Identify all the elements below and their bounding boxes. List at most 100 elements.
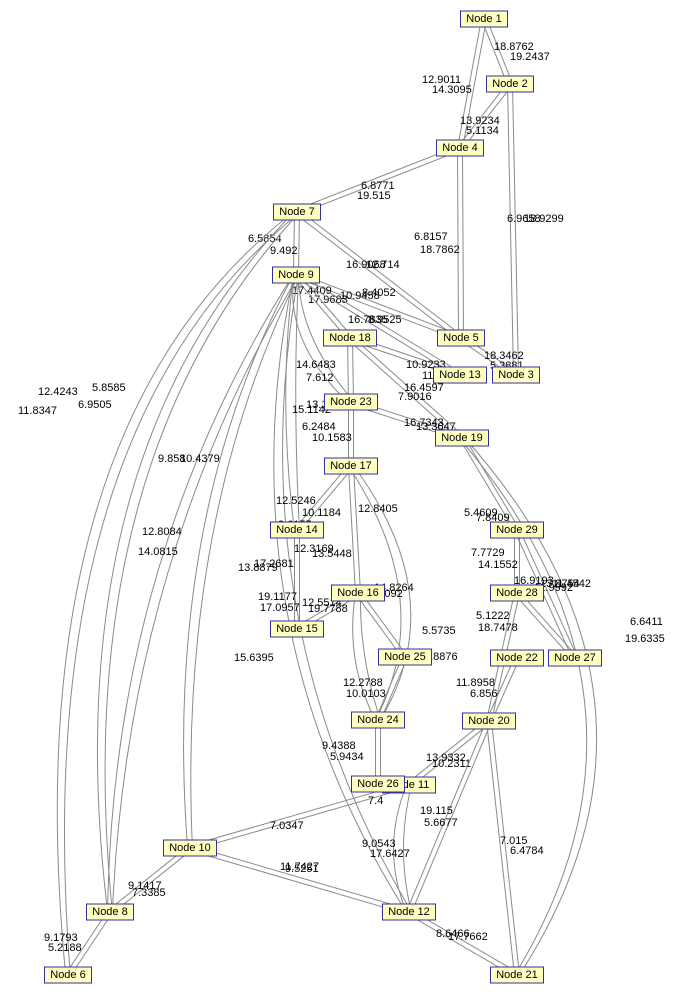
node-12[interactable]: Node 12 (382, 903, 436, 921)
node-label: Node 14 (276, 524, 318, 536)
edge-weight-label: 11.8958 (456, 677, 495, 689)
edge-weight-label: 8.4052 (362, 287, 396, 299)
edge-line (459, 439, 516, 532)
node-6[interactable]: Node 6 (44, 966, 92, 984)
node-label: Node 8 (92, 906, 127, 918)
node-box (490, 649, 544, 667)
node-15[interactable]: Node 15 (270, 620, 324, 638)
edge-line (463, 436, 520, 529)
edge-weight-label: 7.8409 (476, 512, 510, 524)
edge-line (295, 213, 460, 341)
edge-weight-label: 19.7788 (308, 603, 348, 615)
edge-line (507, 84, 515, 376)
edge-weight-label: 9.1417 (128, 880, 162, 892)
node-label: Node 7 (279, 206, 314, 218)
node-label: Node 25 (384, 651, 426, 663)
node-5[interactable]: Node 5 (437, 329, 485, 347)
node-17[interactable]: Node 17 (324, 457, 378, 475)
node-18[interactable]: Node 18 (323, 329, 377, 347)
node-7[interactable]: Node 7 (273, 203, 321, 221)
edge-line (352, 593, 376, 721)
edge-weight-label: 10.1583 (312, 432, 352, 444)
node-29[interactable]: Node 29 (490, 521, 544, 539)
edge-weight-label: 18.3462 (484, 350, 524, 362)
node-10[interactable]: Node 10 (163, 839, 217, 857)
node-box (548, 649, 602, 667)
edge-line (294, 276, 459, 378)
edge-weight-label: 18.9299 (524, 213, 564, 225)
edge-layer: 18.876219.243712.901114.309513.92345.113… (18, 17, 665, 978)
node-23[interactable]: Node 23 (324, 393, 378, 411)
edge-weight-label: 16.4597 (404, 382, 444, 394)
edge-line (65, 910, 109, 974)
edge-line (393, 784, 407, 913)
edge-weight-label: 6.9658 (507, 213, 541, 225)
node-box (460, 10, 508, 28)
edge-weight-label: 9.492 (270, 245, 298, 257)
node-box (382, 903, 436, 921)
node-8[interactable]: Node 8 (86, 903, 134, 921)
node-box (44, 966, 92, 984)
node-14[interactable]: Node 14 (270, 521, 324, 539)
edge-weight-label: 18.8762 (494, 41, 534, 53)
node-box (437, 329, 485, 347)
edge-weight-label: 13.8879 (238, 562, 278, 574)
node-13[interactable]: Node 13 (433, 366, 487, 384)
edge-line (292, 275, 350, 404)
edge-line (347, 338, 349, 403)
node-27[interactable]: Node 27 (548, 649, 602, 667)
edge-line (190, 845, 410, 911)
node-box (490, 521, 544, 539)
edge-weight-label: 10.0103 (346, 688, 386, 700)
edge-weight-label: 9.1793 (44, 932, 78, 944)
node-label: Node 16 (337, 587, 379, 599)
node-19[interactable]: Node 19 (435, 429, 489, 447)
edge-weight-label: 16.9068 (346, 259, 386, 271)
node-label: Node 3 (498, 369, 533, 381)
edge-line (457, 18, 483, 148)
edge-line (293, 276, 349, 340)
edge-weight-label: 12.5246 (276, 495, 316, 507)
node-2[interactable]: Node 2 (486, 75, 534, 93)
node-20[interactable]: Node 20 (462, 712, 516, 730)
edge-weight-label: 5.1222 (476, 610, 510, 622)
node-box (324, 393, 378, 411)
node-16[interactable]: Node 16 (331, 584, 385, 602)
edge-weight-label: 17.0957 (260, 602, 300, 614)
node-24[interactable]: Node 24 (351, 711, 405, 729)
edge-weight-label: 7.8876 (424, 651, 458, 663)
edge-line (189, 849, 409, 915)
node-box (462, 712, 516, 730)
edge-line (485, 17, 513, 84)
node-3[interactable]: Node 3 (492, 366, 540, 384)
edge-line (190, 275, 299, 849)
edge-line (459, 437, 588, 976)
node-22[interactable]: Node 22 (490, 649, 544, 667)
edge-weight-label: 13.9332 (426, 752, 466, 764)
node-9[interactable]: Node 9 (272, 266, 320, 284)
edge-weight-label: 19.6335 (625, 633, 665, 645)
node-26[interactable]: Node 26 (351, 775, 405, 793)
node-21[interactable]: Node 21 (490, 966, 544, 984)
node-box (436, 139, 484, 157)
node-4[interactable]: Node 4 (436, 139, 484, 157)
node-28[interactable]: Node 28 (490, 584, 544, 602)
node-25[interactable]: Node 25 (378, 648, 432, 666)
edge-line (293, 211, 295, 275)
edge-weight-label: 19.1177 (258, 591, 297, 603)
node-box (323, 329, 377, 347)
node-1[interactable]: Node 1 (460, 10, 508, 28)
edge-weight-label: 5.2188 (48, 942, 82, 954)
edge-line (464, 437, 598, 976)
edge-line (490, 720, 520, 975)
edge-weight-label: 13.5448 (312, 548, 352, 560)
